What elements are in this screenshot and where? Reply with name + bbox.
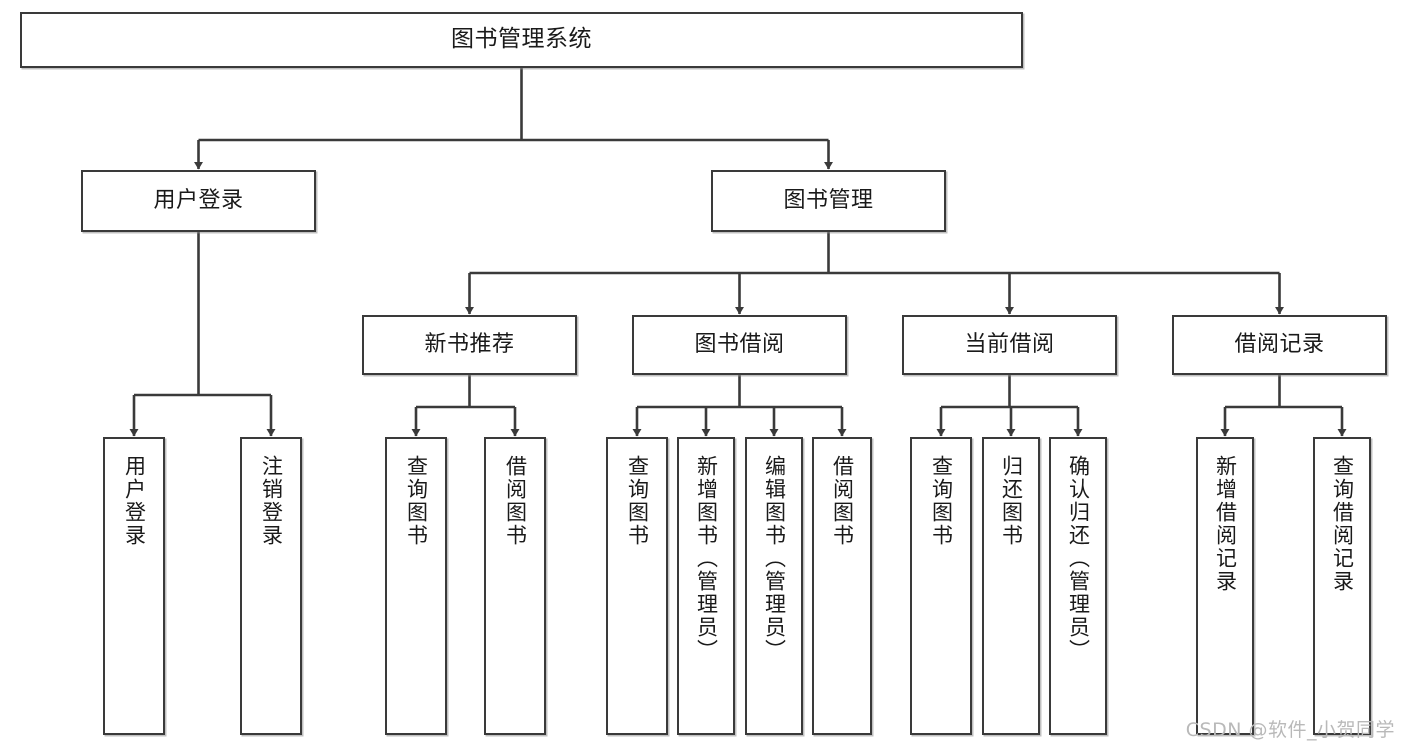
node-label: 查询借阅记录 [1330, 455, 1355, 593]
node-label: 查询图书 [404, 455, 429, 547]
node-borrow[interactable]: 图书借阅 [632, 315, 847, 375]
node-label: 新增借阅记录 [1213, 455, 1238, 593]
node-label: 借阅记录 [1234, 331, 1325, 357]
node-leaf-bo-ed[interactable]: 编辑图书（管理员） [745, 437, 803, 735]
node-bookmgmt[interactable]: 图书管理 [711, 170, 946, 232]
node-label: 图书管理 [783, 187, 874, 213]
node-leaf-bo-q[interactable]: 查询图书 [606, 437, 668, 735]
node-label: 编辑图书（管理员） [762, 455, 787, 662]
node-leaf-nb-b[interactable]: 借阅图书 [484, 437, 546, 735]
node-label: 注销登录 [259, 455, 284, 547]
node-label: 新书推荐 [424, 331, 515, 357]
node-label: 查询图书 [929, 455, 954, 547]
node-leaf-bo-add[interactable]: 新增图书（管理员） [677, 437, 735, 735]
node-records[interactable]: 借阅记录 [1172, 315, 1387, 375]
node-leaf-cu-q[interactable]: 查询图书 [910, 437, 972, 735]
node-label: 借阅图书 [503, 455, 528, 547]
node-current[interactable]: 当前借阅 [902, 315, 1117, 375]
node-label: 图书管理系统 [451, 26, 592, 53]
node-label: 用户登录 [122, 455, 147, 547]
node-label: 当前借阅 [964, 331, 1055, 357]
node-leaf-logout[interactable]: 注销登录 [240, 437, 302, 735]
node-leaf-cu-c[interactable]: 确认归还（管理员） [1049, 437, 1107, 735]
node-leaf-login[interactable]: 用户登录 [103, 437, 165, 735]
watermark: CSDN @软件_小贺同学 [1185, 719, 1395, 741]
node-leaf-re-q[interactable]: 查询借阅记录 [1313, 437, 1371, 735]
node-leaf-cu-r[interactable]: 归还图书 [982, 437, 1040, 735]
node-leaf-bo-b[interactable]: 借阅图书 [812, 437, 872, 735]
node-label: 新增图书（管理员） [694, 455, 719, 662]
node-label: 查询图书 [625, 455, 650, 547]
node-label: 图书借阅 [694, 331, 785, 357]
node-login[interactable]: 用户登录 [81, 170, 316, 232]
node-label: 归还图书 [999, 455, 1024, 547]
node-newbook[interactable]: 新书推荐 [362, 315, 577, 375]
node-label: 用户登录 [153, 187, 244, 213]
node-label: 确认归还（管理员） [1066, 455, 1091, 662]
node-label: 借阅图书 [830, 455, 855, 547]
node-leaf-nb-q[interactable]: 查询图书 [385, 437, 447, 735]
node-root[interactable]: 图书管理系统 [20, 12, 1023, 68]
node-leaf-re-add[interactable]: 新增借阅记录 [1196, 437, 1254, 735]
